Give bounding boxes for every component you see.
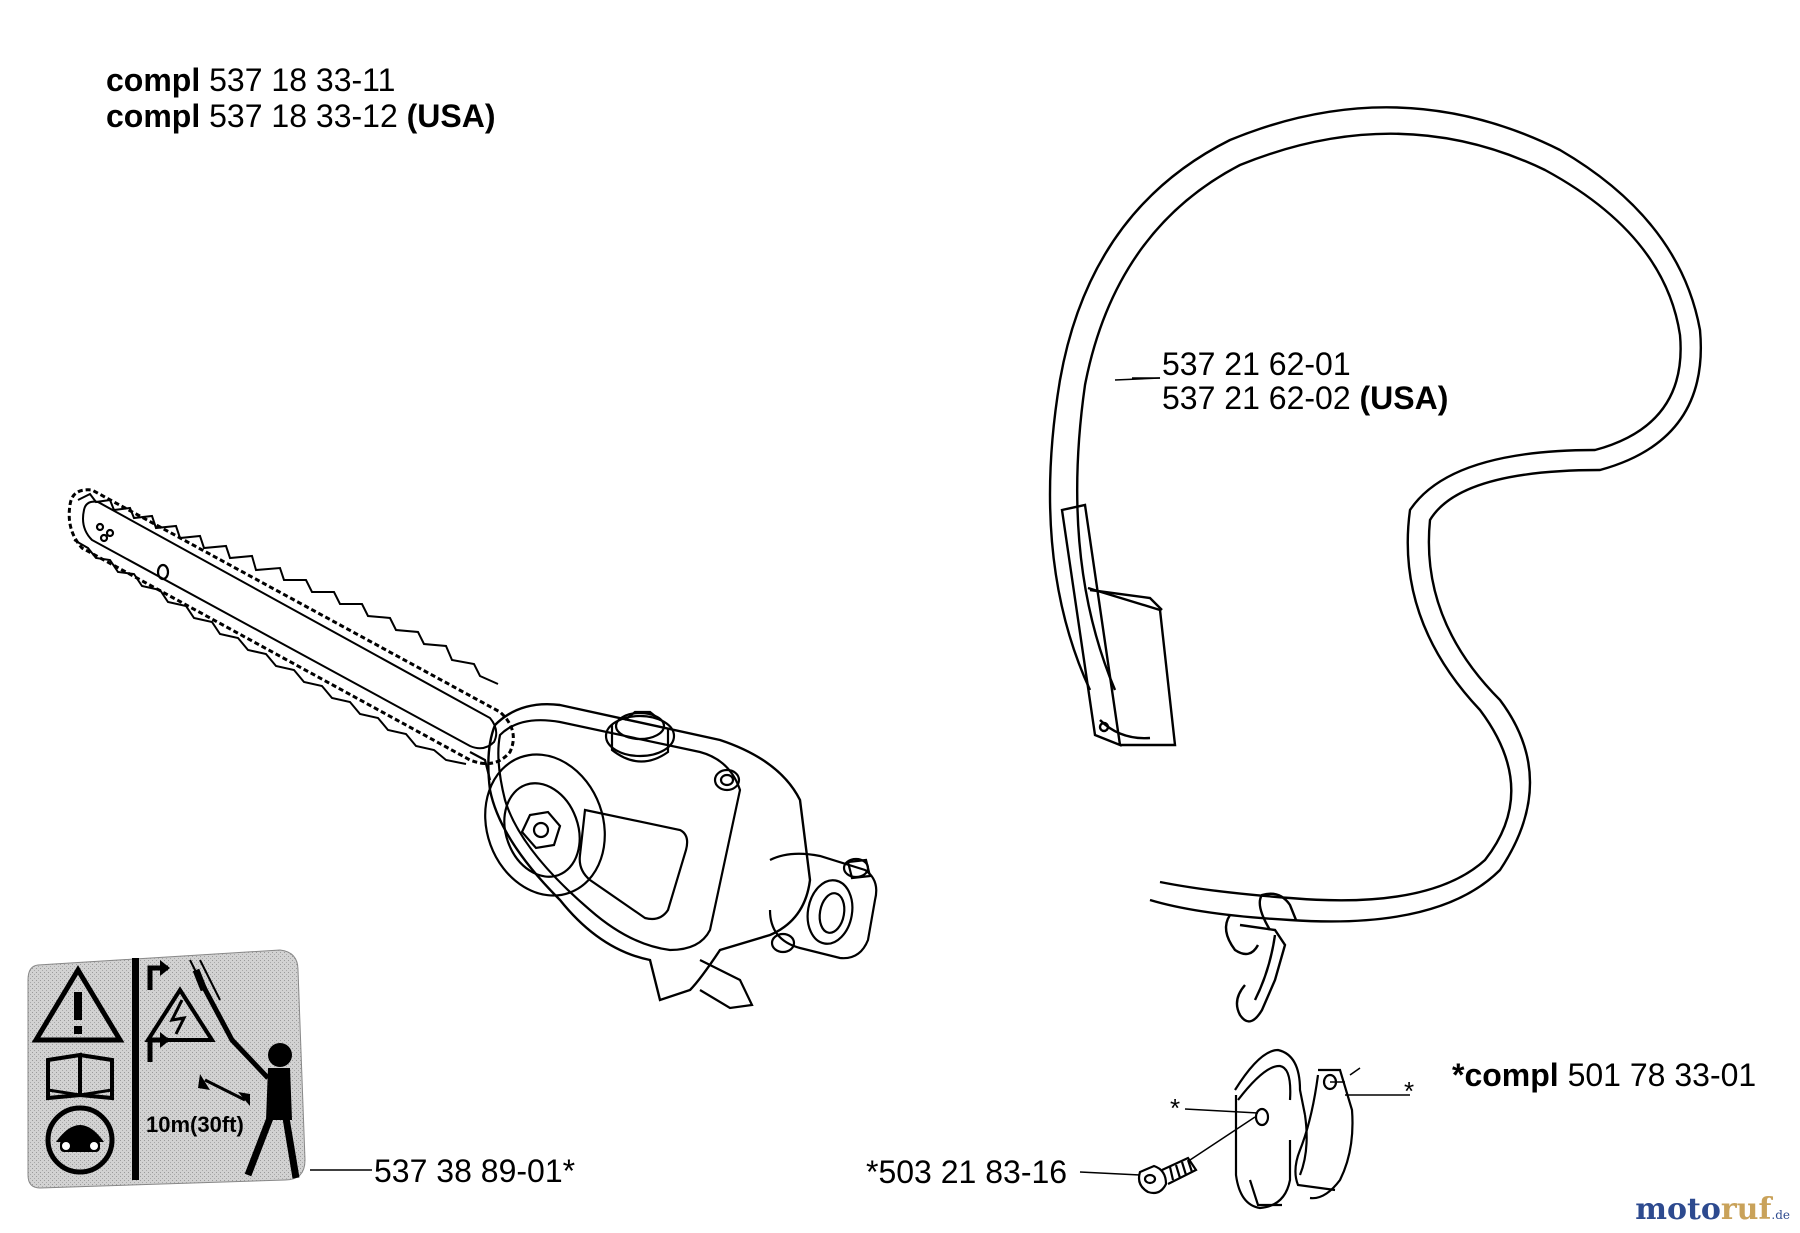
- label-decal: 537 38 89-01*: [374, 1153, 575, 1189]
- shoulder-harness-strap-icon: [1048, 106, 1702, 1023]
- label-harness-1-number: 537 21 62-01: [1162, 346, 1351, 382]
- label-harness-2-number: 537 21 62-02: [1162, 380, 1351, 416]
- label-screw-number: *503 21 83-16: [866, 1154, 1068, 1190]
- clamp-bracket-icon: [1234, 1048, 1354, 1210]
- asterisk-right: *: [1404, 1076, 1415, 1106]
- screw-icon: [1137, 1156, 1198, 1195]
- watermark-part-3: .de: [1771, 1208, 1790, 1222]
- label-harness-2: 537 21 62-02 (USA): [1162, 380, 1448, 416]
- label-bracket-bold: *compl: [1452, 1057, 1559, 1093]
- label-compl-1: compl 537 18 33-11: [106, 62, 395, 98]
- label-bracket-number: 501 78 33-01: [1567, 1057, 1757, 1093]
- watermark-logo: motoruf.de: [1635, 1192, 1790, 1227]
- label-bracket: *compl 501 78 33-01: [1452, 1057, 1756, 1093]
- warning-decal-icon: 10m(30ft): [27, 949, 306, 1189]
- watermark-part-2: ruf: [1720, 1192, 1772, 1227]
- label-harness-2-suffix: (USA): [1359, 380, 1449, 416]
- label-compl-1-bold: compl: [106, 62, 201, 98]
- label-harness-1: 537 21 62-01: [1162, 346, 1351, 382]
- leader-lines: [310, 377, 1410, 1176]
- decal-distance-text: 10m(30ft): [146, 1112, 244, 1137]
- label-decal-number: 537 38 89-01*: [374, 1153, 576, 1189]
- label-compl-1-number: 537 18 33-11: [209, 62, 396, 98]
- label-screw: *503 21 83-16: [866, 1154, 1067, 1190]
- label-compl-2-number: 537 18 33-12: [209, 98, 398, 134]
- asterisk-left: *: [1170, 1093, 1181, 1123]
- label-compl-2: compl 537 18 33-12 (USA): [106, 98, 496, 134]
- chainsaw-pole-saw-head-icon: [67, 488, 878, 1010]
- label-compl-2-suffix: (USA): [406, 98, 496, 134]
- watermark-part-1: moto: [1635, 1192, 1721, 1227]
- label-compl-2-bold: compl: [106, 98, 201, 134]
